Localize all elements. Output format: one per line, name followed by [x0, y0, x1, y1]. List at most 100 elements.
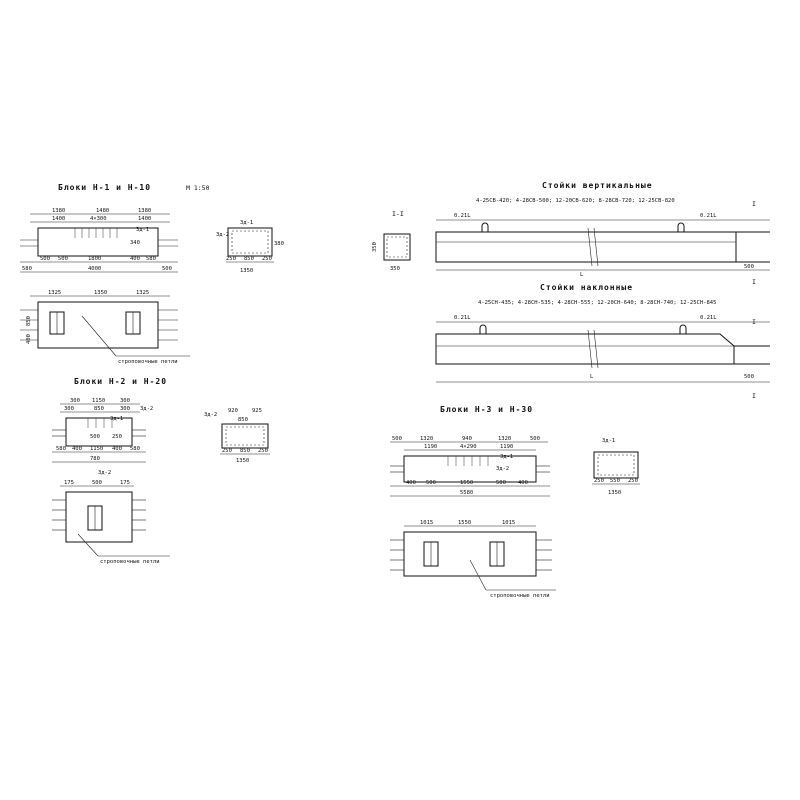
dim-text: 500: [92, 480, 102, 486]
dim-text: 850: [244, 256, 254, 262]
dim-text: 1350: [236, 458, 249, 464]
block-h3-section: [593, 451, 639, 479]
mark-label: Зд-2: [204, 412, 217, 418]
block-h3-plan: [403, 531, 537, 577]
post-inclined-elevation: [435, 333, 735, 365]
rebar-ticks: [447, 456, 489, 466]
dim-text: 580: [130, 446, 140, 452]
dim-text: 1380: [52, 208, 65, 214]
lifting-loops-label: строповочные петли: [100, 559, 160, 565]
dim-text: 4×300: [90, 216, 107, 222]
dim-text: 1320: [498, 436, 511, 442]
dim-text: 500: [744, 374, 754, 380]
dim-text: 1325: [48, 290, 61, 296]
posts-inclined-list: 4-25СН-435; 4-28СН-535; 4-28СН-555; 12-2…: [478, 300, 716, 306]
dim-text: 940: [462, 436, 472, 442]
dim-text: 400: [518, 480, 528, 486]
block-h3-title: Блоки Н-3 и Н-30: [440, 405, 533, 414]
cut-mark: I: [752, 200, 756, 208]
dim-text: 500: [392, 436, 402, 442]
break-mark: [593, 227, 599, 267]
posts-inclined-group: Стойки наклонные 4-25СН-435; 4-28СН-535;…: [435, 283, 770, 400]
mark-label: Зд-1: [500, 454, 513, 460]
block-h2-plan: [65, 491, 133, 543]
lifting-loop: [677, 222, 685, 232]
dim-text: 380: [274, 241, 284, 247]
mark-label: Зд-2: [496, 466, 509, 472]
dim-text: 850: [26, 316, 32, 326]
mark-label: Зд-1: [110, 416, 123, 422]
dim-text: 580: [22, 266, 32, 272]
leader-line: [469, 559, 487, 591]
block-h1-group: Блоки Н-1 и Н-10 М 1:50 1380 1480 1380 1…: [20, 183, 284, 365]
dim-text: 400: [72, 446, 82, 452]
section-rebar: [225, 426, 265, 446]
dim-text: 550: [610, 478, 620, 484]
dim-text: 1350: [94, 290, 107, 296]
post-section: [383, 233, 411, 261]
dim-text: 250: [112, 434, 122, 440]
dim-text: L: [590, 374, 594, 380]
dim-text: 400: [130, 256, 140, 262]
dim-text: 850: [240, 448, 250, 454]
dim-text: 850: [238, 417, 248, 423]
dim-text: 1800: [88, 256, 101, 262]
lifting-loop: [679, 324, 687, 334]
dim-text: 1400: [52, 216, 65, 222]
dim-text: 500: [496, 480, 506, 486]
leader-line: [77, 533, 99, 557]
mark-label: Зд-1: [602, 438, 615, 444]
block-h2-title: Блоки Н-2 и Н-20: [74, 377, 167, 386]
mark-label: 340: [130, 240, 140, 246]
break-mark: [587, 227, 593, 267]
rebar-ticks: [87, 418, 113, 428]
dim-text: L: [580, 272, 584, 278]
dim-text: 250: [628, 478, 638, 484]
dim-text: 500: [426, 480, 436, 486]
dim-text: 1015: [420, 520, 433, 526]
section-rebar: [231, 230, 269, 254]
dim-text: 300: [70, 398, 80, 404]
dim-text: 5580: [460, 490, 473, 496]
dim-text: 780: [90, 456, 100, 462]
dim-text: 250: [222, 448, 232, 454]
dim-text: 175: [120, 480, 130, 486]
dim-text: 1380: [138, 208, 151, 214]
dim-text: 500: [40, 256, 50, 262]
break-mark: [593, 329, 599, 369]
block-h3-group: Блоки Н-3 и Н-30 500 1320 940 1320 500 1…: [390, 405, 640, 599]
section-rebar: [597, 454, 635, 476]
dim-text: 500: [162, 266, 172, 272]
dim-text: 1320: [420, 436, 433, 442]
dim-text: 500: [530, 436, 540, 442]
mark-label: Зд-2: [140, 406, 153, 412]
block-h2-section: [221, 423, 269, 449]
dim-text: 1350: [240, 268, 253, 274]
dim-text: 850: [94, 406, 104, 412]
dim-text: 250: [226, 256, 236, 262]
dim-text: 920: [228, 408, 238, 414]
post-vertical-elevation: [435, 231, 737, 263]
dim-text: 580: [56, 446, 66, 452]
dim-text: 300: [120, 406, 130, 412]
dim-text: 1015: [502, 520, 515, 526]
dim-text: 175: [64, 480, 74, 486]
lifting-loops-label: строповочные петли: [118, 359, 178, 365]
dim-text: 1150: [92, 398, 105, 404]
dim-text: 1480: [96, 208, 109, 214]
dim-text: 400: [112, 446, 122, 452]
dim-text: 250: [594, 478, 604, 484]
mark-label: Зд-2: [216, 232, 229, 238]
block-h1-title: Блоки Н-1 и Н-10: [58, 183, 151, 192]
block-h1-elevation: [37, 227, 159, 257]
leader-line: [81, 315, 117, 357]
block-h1-scale: М 1:50: [186, 184, 210, 192]
posts-vertical-list: 4-25СВ-420; 4-28СВ-500; 12-20СВ-620; 8-2…: [476, 198, 675, 204]
dim-text: 350: [372, 242, 378, 252]
dim-text: 500: [90, 434, 100, 440]
dim-text: 250: [258, 448, 268, 454]
dim-text: 1550: [458, 520, 471, 526]
dim-text: 0.21L: [700, 213, 717, 219]
cut-mark: I: [752, 278, 756, 286]
